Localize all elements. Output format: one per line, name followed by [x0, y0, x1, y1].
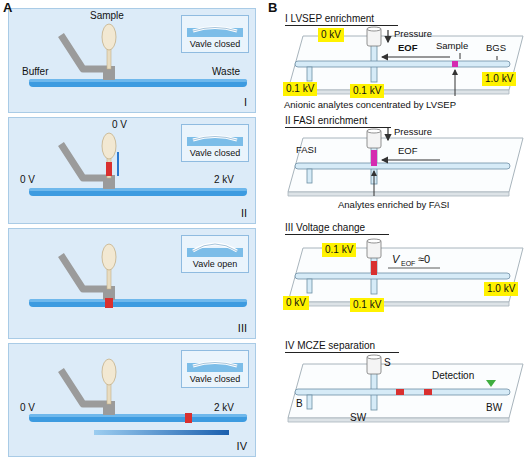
- symbol: ≈0: [418, 253, 430, 265]
- stage-number: II: [241, 207, 247, 219]
- voltage-tag: 1.0 kV: [482, 72, 516, 86]
- part-name: Pressure: [394, 29, 432, 39]
- voltage-tag: 0 kV: [283, 296, 309, 310]
- stage-number: IV: [237, 440, 247, 452]
- panel-letter: A: [3, 1, 12, 15]
- voltage-value: 1.0 kV: [485, 73, 513, 84]
- port-name: BW: [486, 402, 502, 413]
- voltage-tag: 0.1 kV: [350, 84, 384, 98]
- stage-number: I: [244, 96, 247, 108]
- panel-letter: B: [268, 1, 277, 15]
- voltage-value: 0.1 kV: [353, 85, 381, 96]
- stage-panel: III Vavle open: [8, 228, 256, 339]
- valve-inset: Vavle closed: [181, 350, 249, 388]
- valve-symbol: [185, 239, 245, 259]
- valve-symbol: [185, 128, 245, 148]
- valve-symbol: [185, 354, 245, 374]
- voltage-tag: 0 kV: [318, 28, 344, 42]
- valve-inset: Vavle closed: [181, 15, 249, 53]
- voltage-tag: 0.1 kV: [322, 243, 356, 257]
- voltage-value: 0 kV: [321, 29, 341, 40]
- subscript: EOF: [401, 260, 415, 268]
- voltage: 2 kV: [214, 174, 234, 185]
- note: Analytes enriched by FASI: [338, 200, 449, 210]
- part-name: Buffer: [22, 66, 49, 77]
- stage-panel: II Vavle closed: [8, 117, 256, 224]
- valve-inset: Vavle open: [181, 235, 249, 273]
- voltage-value: 0.1 kV: [325, 244, 353, 255]
- valve-inset: Vavle closed: [181, 124, 249, 162]
- port-name: SW: [350, 412, 366, 423]
- voltage-tag: 1.0 kV: [484, 282, 518, 296]
- voltage: 0 V: [20, 402, 35, 413]
- valve-state: Vavle closed: [182, 149, 248, 161]
- voltage-tag: 0.1 kV: [283, 82, 317, 96]
- step-heading: IV MCZE separation: [285, 340, 399, 353]
- step-heading: III Voltage change: [285, 222, 389, 235]
- part-name: Sample: [90, 10, 124, 21]
- part-name: FASI: [296, 145, 317, 155]
- part-name: Waste: [212, 66, 240, 77]
- voltage-tag: 0.1 kV: [350, 298, 384, 312]
- voltage-value: 1.0 kV: [487, 283, 515, 294]
- stage-panel: IV Vavle closed: [8, 343, 256, 457]
- note: Anionic analytes concentrated by LVSEP: [284, 100, 456, 110]
- valve-symbol: [185, 19, 245, 39]
- voltage-value: 0 kV: [286, 297, 306, 308]
- step-heading: I LVSEP enrichment: [285, 13, 398, 26]
- symbol: V: [392, 253, 399, 265]
- stage-panel: I Vavle closed: [8, 8, 256, 113]
- voltage-value: 0.1 kV: [353, 299, 381, 310]
- part-name: Pressure: [394, 127, 432, 137]
- part-name: BGS: [486, 43, 506, 53]
- voltage: 0 V: [20, 174, 35, 185]
- port-name: S: [384, 357, 391, 368]
- flow-name: EOF: [398, 146, 418, 156]
- voltage: 2 kV: [214, 402, 234, 413]
- flow-name: EOF: [398, 43, 418, 53]
- stage-number: III: [238, 322, 247, 334]
- step-heading: II FASI enrichment: [285, 115, 391, 128]
- valve-state: Vavle closed: [182, 40, 248, 52]
- valve-state: Vavle closed: [182, 375, 248, 387]
- voltage: 0 V: [112, 119, 127, 130]
- part-name: Detection: [432, 370, 474, 381]
- port-name: B: [296, 398, 303, 409]
- voltage-value: 0.1 kV: [286, 83, 314, 94]
- part-name: Sample: [436, 41, 468, 51]
- valve-state: Vavle open: [182, 260, 248, 272]
